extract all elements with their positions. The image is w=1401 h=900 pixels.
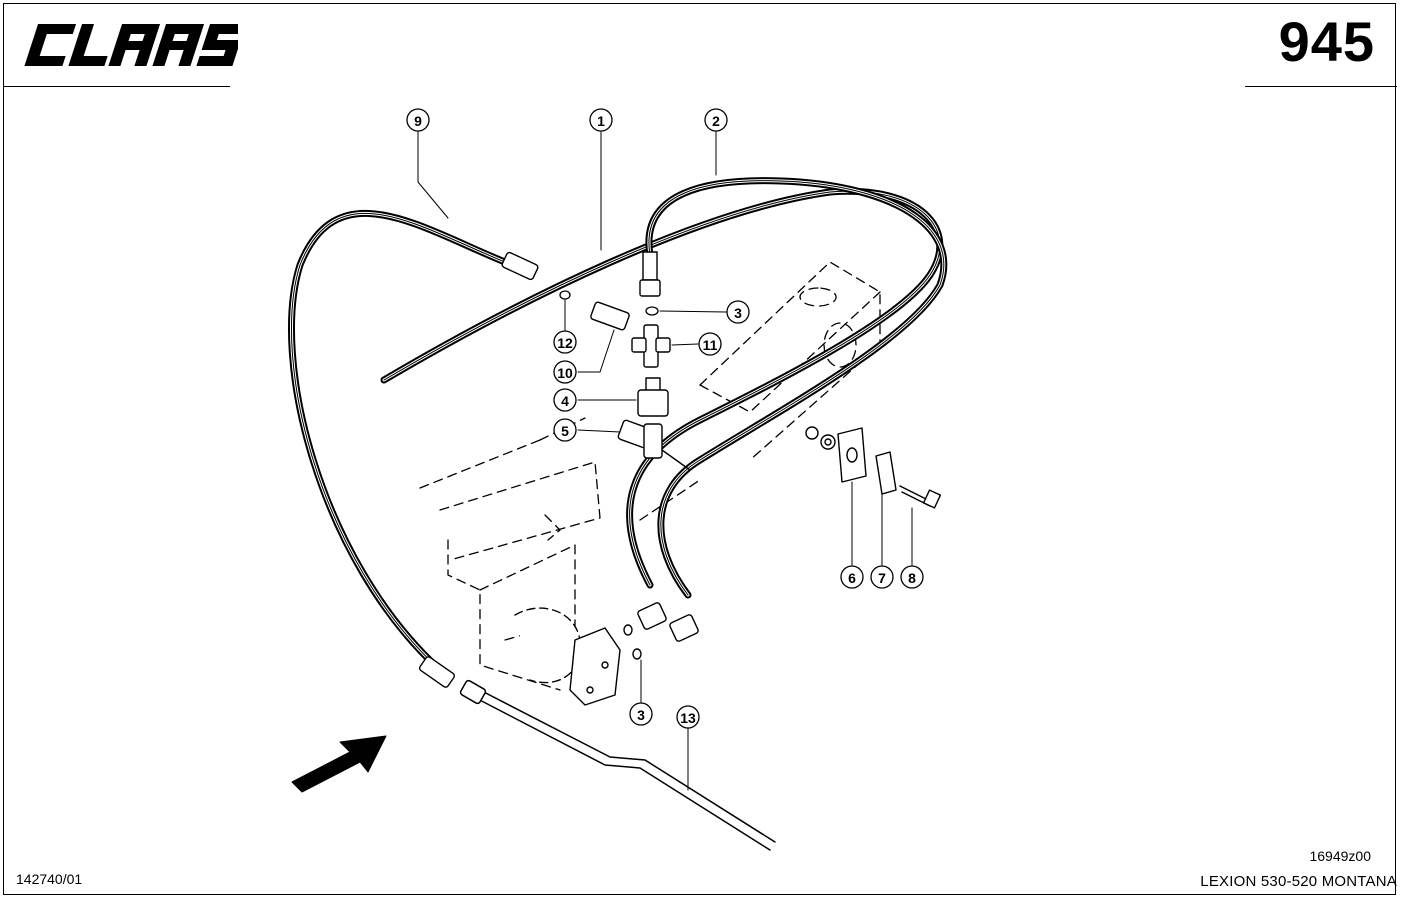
direction-arrow — [291, 735, 387, 793]
callout-10: 10 — [553, 360, 577, 384]
hose-2-fitting — [639, 251, 661, 297]
model-name: LEXION 530-520 MONTANA — [1200, 873, 1397, 890]
document-number: 142740/01 — [16, 871, 83, 887]
adapter-4 — [637, 377, 669, 417]
callout-6: 6 — [840, 565, 864, 589]
header-rule-left — [4, 86, 230, 87]
svg-text:12: 12 — [557, 335, 573, 351]
pipe-13 — [459, 679, 776, 851]
svg-text:9: 9 — [414, 113, 422, 129]
svg-text:4: 4 — [561, 393, 569, 409]
header-rule-right — [1245, 86, 1397, 87]
callout-7: 7 — [870, 565, 894, 589]
o-ring-12 — [559, 290, 571, 300]
callout-9: 9 — [406, 108, 430, 132]
hose-2 — [645, 177, 948, 599]
callout-3-upper: 3 — [726, 300, 750, 324]
fitting-10 — [590, 301, 630, 331]
svg-text:5: 5 — [561, 423, 569, 439]
clamp-7 — [875, 451, 897, 495]
svg-text:2: 2 — [712, 113, 720, 129]
drawing-number: 16949z00 — [1309, 848, 1371, 864]
svg-text:13: 13 — [680, 710, 696, 726]
hose-fitting — [418, 251, 539, 688]
svg-text:10: 10 — [557, 365, 573, 381]
svg-text:1: 1 — [597, 113, 605, 129]
motor-fittings — [623, 602, 699, 660]
bolt-8 — [899, 485, 942, 509]
callout-4: 4 — [553, 388, 577, 412]
svg-text:3: 3 — [637, 707, 645, 723]
elbow-5 — [617, 419, 691, 471]
callout-12: 12 — [553, 330, 577, 354]
callout-1: 1 — [589, 108, 613, 132]
callout-8: 8 — [900, 565, 924, 589]
o-ring-3-upper — [645, 306, 659, 316]
svg-text:11: 11 — [703, 337, 718, 353]
callout-13: 13 — [676, 705, 700, 729]
tee-fitting-11 — [631, 324, 671, 368]
clamp-6 — [837, 427, 867, 483]
page-number: 945 — [1278, 10, 1375, 73]
svg-text:7: 7 — [878, 570, 886, 586]
callout-5: 5 — [553, 418, 577, 442]
svg-text:8: 8 — [908, 570, 916, 586]
hose-9 — [288, 209, 529, 674]
svg-text:3: 3 — [734, 305, 742, 321]
hydraulic-motor — [514, 607, 621, 706]
svg-text:6: 6 — [848, 570, 856, 586]
callout-3-lower: 3 — [629, 702, 653, 726]
claas-logo — [24, 24, 238, 66]
leader-lines — [417, 131, 913, 791]
callout-2: 2 — [704, 108, 728, 132]
callout-11: 11 — [698, 332, 722, 356]
washer-nut — [805, 426, 836, 450]
page-frame — [3, 3, 1396, 895]
